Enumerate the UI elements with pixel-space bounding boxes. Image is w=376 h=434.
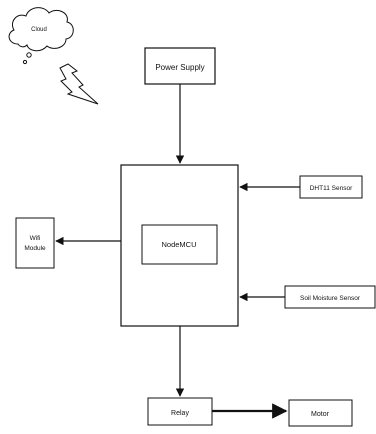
wifi-label-line1: Wifi: [30, 235, 41, 242]
cloud-icon: [8, 7, 74, 65]
nodemcu-label: NodeMCU: [161, 240, 196, 249]
soil-sensor-label: Soil Moisture Sensor: [300, 295, 361, 302]
relay-label: Relay: [171, 410, 189, 417]
relay-box: [147, 397, 213, 426]
power-supply-label: Power Supply: [155, 63, 204, 72]
cloud-label: Cloud: [31, 27, 47, 33]
motor-label: Motor: [311, 411, 330, 418]
wifi-module-box: [15, 217, 55, 269]
nodemcu-box: [141, 224, 218, 265]
motor-box: [288, 399, 353, 427]
lightning-icon: [59, 63, 99, 105]
wifi-label-line2: Module: [24, 245, 46, 252]
power-supply-box: [144, 47, 216, 85]
dht11-label: DHT11 Sensor: [310, 185, 353, 192]
